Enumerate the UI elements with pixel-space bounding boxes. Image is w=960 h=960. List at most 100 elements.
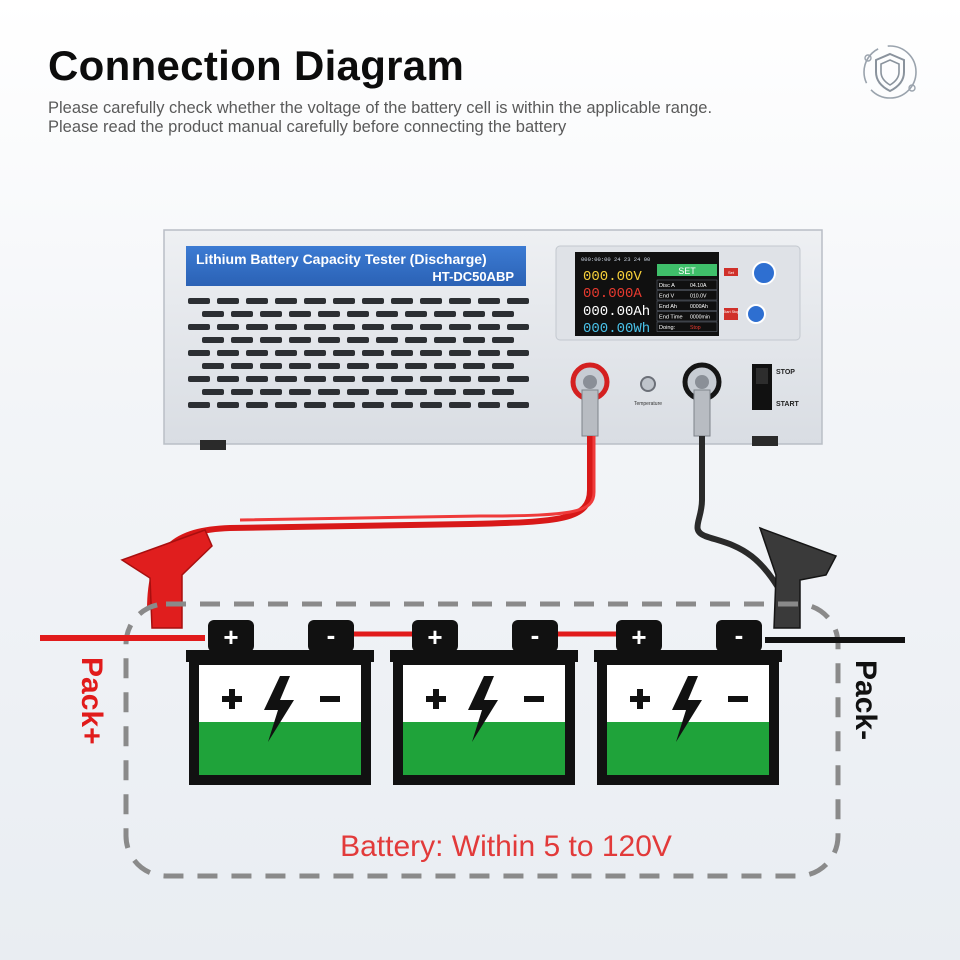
vent-slot [231,337,253,343]
manual-note: Please read the product manual carefully… [48,118,567,136]
device-foot [752,436,778,446]
vent-grille [188,298,529,408]
vent-slot [333,402,355,408]
vent-slot [492,389,514,395]
lcd-row-label: End Ah [659,304,677,310]
vent-slot [507,402,529,408]
lightning-icon [264,676,294,742]
lcd-set-label: SET [678,266,696,276]
lcd-clock: 000:00:00 24 23 24 00 [581,256,650,263]
vent-slot [449,402,471,408]
vent-slot [217,376,239,382]
lcd-energy: 000.00Wh [583,321,650,337]
vent-slot [420,298,442,304]
vent-slot [260,389,282,395]
vent-slot [217,350,239,356]
vent-slot [275,298,297,304]
vent-slot [463,363,485,369]
set-button-label: Set [728,270,735,275]
vent-slot [434,337,456,343]
vent-slot [260,337,282,343]
lcd-row-label: Doing: [659,325,676,331]
vent-slot [246,324,268,330]
vent-slot [463,389,485,395]
shield-badge-icon [863,45,917,99]
vent-slot [275,402,297,408]
vent-slot [347,311,369,317]
lcd-row-value: 04.10A [690,283,707,289]
vent-slot [333,350,355,356]
vent-slot [420,324,442,330]
pack-minus-label: Pack- [849,660,882,740]
set-button[interactable] [724,268,738,276]
battery-charge-level [607,722,769,775]
vent-slot [304,324,326,330]
vent-slot [318,337,340,343]
lcd-row-value: 0000Ah [690,304,708,310]
vent-slot [507,298,529,304]
post-plus-symbol: + [631,622,646,652]
lcd-row-value: 0000min [690,315,710,321]
switch-start-label: START [776,401,800,408]
vent-slot [260,311,282,317]
vent-slot [217,298,239,304]
vent-slot [478,402,500,408]
vent-slot [318,311,340,317]
vent-slot [246,376,268,382]
vent-slot [478,324,500,330]
vent-slot [217,402,239,408]
vent-slot [420,402,442,408]
vent-slot [420,376,442,382]
vent-slot [275,324,297,330]
vent-slot [304,376,326,382]
vent-slot [391,350,413,356]
positive-cable [147,436,593,611]
vent-slot [492,363,514,369]
lightning-icon [672,676,702,742]
battery-charge-level [199,722,361,775]
vent-slot [362,376,384,382]
vent-slot [405,363,427,369]
vent-slot [202,337,224,343]
vent-slot [246,402,268,408]
vent-slot [202,311,224,317]
vent-slot [275,376,297,382]
vent-slot [188,298,210,304]
temperature-port[interactable] [640,376,656,392]
start-stop-button[interactable] [724,308,738,320]
device-label-plate [186,246,526,286]
battery-negative-post [716,620,762,652]
positive-connector [581,389,599,437]
vent-slot [231,311,253,317]
vent-slot [463,337,485,343]
vent-slot [405,337,427,343]
vent-slot [289,389,311,395]
vent-slot [289,311,311,317]
lcd-row-label: Disc A [659,283,675,289]
vent-slot [449,376,471,382]
vent-slot [188,324,210,330]
vent-slot [391,298,413,304]
lcd-row-label: End Time [659,315,683,321]
vent-slot [362,350,384,356]
vent-slot [449,298,471,304]
battery-cells: +-+-+- [186,620,782,785]
vent-slot [217,324,239,330]
vent-slot [362,402,384,408]
vent-slot [275,350,297,356]
red-clip [120,529,213,629]
vent-slot [347,337,369,343]
post-minus-symbol: - [531,620,540,650]
run-button[interactable] [746,304,766,324]
pack-plus-label: Pack+ [75,657,108,745]
lcd-current: 00.000A [583,286,642,302]
vent-slot [333,298,355,304]
start-stop-label: Start Stop [723,310,739,314]
battery-cell: +- [390,620,578,785]
encoder-knob[interactable] [752,261,776,285]
vent-slot [362,324,384,330]
vent-slot [478,376,500,382]
lcd-row-value: Stop [690,325,701,331]
